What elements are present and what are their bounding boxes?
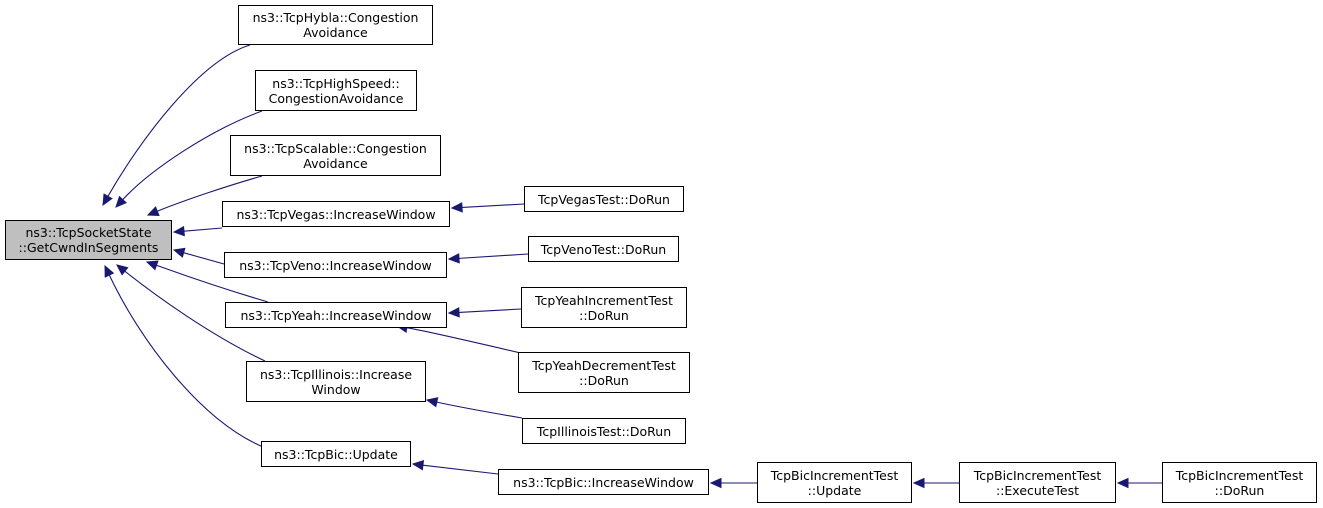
node-bic-increment-update[interactable]: TcpBicIncrementTest ::Update xyxy=(757,462,912,503)
edge-venotest-to-veno xyxy=(447,253,529,264)
node-highspeed-line-1: ns3::TcpHighSpeed:: xyxy=(272,75,400,91)
node-yeah-line-1: ns3::TcpYeah::IncreaseWindow xyxy=(240,307,432,323)
node-hybla-line-1: ns3::TcpHybla::Congestion xyxy=(252,10,419,25)
node-bic-increase-window[interactable]: ns3::TcpBic::IncreaseWindow xyxy=(498,469,709,495)
arrowhead-icon xyxy=(102,193,113,207)
node-veno-line-1: ns3::TcpVeno::IncreaseWindow xyxy=(239,257,432,273)
node-yeah-decrement-test[interactable]: TcpYeahDecrementTest ::DoRun xyxy=(518,352,690,393)
node-yeah-decrement-test-line-1: TcpYeahDecrementTest xyxy=(532,357,676,373)
node-illinois-test-line-1: TcpIllinoisTest::DoRun xyxy=(536,423,672,439)
node-bic-increment-dorun-line-1: TcpBicIncrementTest xyxy=(1175,467,1304,483)
node-hybla[interactable]: ns3::TcpHybla::Congestion Avoidance xyxy=(238,5,433,45)
edge-bicupdate-to-root xyxy=(104,264,264,448)
arrowhead-icon xyxy=(172,247,186,258)
node-scalable-line-1: ns3::TcpScalable::Congestion xyxy=(244,140,427,156)
node-veno[interactable]: ns3::TcpVeno::IncreaseWindow xyxy=(224,252,447,278)
edge-hybla-to-root xyxy=(102,44,251,207)
node-bic-increase-window-line-1: ns3::TcpBic::IncreaseWindow xyxy=(513,474,694,490)
node-illinois[interactable]: ns3::TcpIllinois::Increase Window xyxy=(246,361,426,402)
node-vegas-line-1: ns3::TcpVegas::IncreaseWindow xyxy=(236,206,436,222)
arrowhead-icon xyxy=(411,459,425,471)
node-bic-increment-dorun[interactable]: TcpBicIncrementTest ::DoRun xyxy=(1162,462,1317,503)
node-yeah-increment-test-line-1: TcpYeahIncrementTest xyxy=(535,292,673,308)
node-yeah[interactable]: ns3::TcpYeah::IncreaseWindow xyxy=(225,302,447,328)
node-bic-increment-update-line-2: ::Update xyxy=(807,482,862,498)
node-hybla-line-2: Avoidance xyxy=(303,25,368,40)
node-yeah-increment-test-line-2: ::DoRun xyxy=(579,307,629,323)
node-root-line-1: ns3::TcpSocketState xyxy=(25,225,152,240)
edge-veno-to-root xyxy=(172,247,225,265)
node-illinois-line-2: Window xyxy=(311,381,361,397)
arrowhead-icon xyxy=(116,264,129,276)
node-vegas-test[interactable]: TcpVegasTest::DoRun xyxy=(524,186,684,212)
edge-highspeed-to-root xyxy=(115,110,263,208)
node-vegas-test-line-1: TcpVegasTest::DoRun xyxy=(538,191,670,207)
arrowhead-icon xyxy=(450,202,463,213)
edge-vegas-to-root xyxy=(172,225,223,237)
node-scalable[interactable]: ns3::TcpScalable::Congestion Avoidance xyxy=(230,135,441,176)
node-vegas[interactable]: ns3::TcpVegas::IncreaseWindow xyxy=(222,201,450,227)
arrowhead-icon xyxy=(425,397,439,408)
edge-vegastest-to-vegas xyxy=(450,202,525,213)
node-yeah-increment-test[interactable]: TcpYeahIncrementTest ::DoRun xyxy=(521,287,687,328)
edge-illinoistest-to-illinois xyxy=(425,397,523,419)
node-root-line-2: ::GetCwndInSegments xyxy=(18,240,159,255)
edge-bicincrun-to-bicincexec xyxy=(1116,477,1162,489)
arrowhead-icon xyxy=(447,307,460,318)
arrowhead-icon xyxy=(1116,477,1129,489)
node-veno-test-line-1: TcpVenoTest::DoRun xyxy=(540,241,667,257)
node-bic-update[interactable]: ns3::TcpBic::Update xyxy=(261,441,411,467)
node-bic-increment-executetest-line-2: ::ExecuteTest xyxy=(995,482,1080,498)
edge-illinois-to-root xyxy=(116,264,266,362)
node-scalable-line-2: Avoidance xyxy=(303,155,368,171)
arrowhead-icon xyxy=(447,253,460,264)
node-yeah-decrement-test-line-2: ::DoRun xyxy=(579,372,629,388)
edge-bicincexec-to-bicincupdate xyxy=(912,477,959,489)
node-root: ns3::TcpSocketState ::GetCwndInSegments xyxy=(5,220,172,260)
edge-bicincwin-to-bicupdate xyxy=(411,459,499,475)
node-bic-increment-dorun-line-2: ::DoRun xyxy=(1214,482,1265,498)
arrowhead-icon xyxy=(115,195,127,208)
edge-scalable-to-root xyxy=(146,175,263,216)
edge-yeahinc-to-yeah xyxy=(447,307,522,318)
arrowhead-icon xyxy=(104,264,115,278)
node-bic-update-line-1: ns3::TcpBic::Update xyxy=(274,446,398,462)
edge-bicincupdate-to-bicincwin xyxy=(709,477,757,489)
arrowhead-icon xyxy=(709,477,722,489)
arrowhead-icon xyxy=(172,225,185,237)
arrowhead-icon xyxy=(912,477,925,489)
node-bic-increment-update-line-1: TcpBicIncrementTest xyxy=(770,467,899,483)
edge-yeah-to-root xyxy=(145,260,269,303)
node-veno-test[interactable]: TcpVenoTest::DoRun xyxy=(528,236,679,262)
arrowhead-icon xyxy=(146,206,160,216)
node-illinois-line-1: ns3::TcpIllinois::Increase xyxy=(259,366,413,382)
node-illinois-test[interactable]: TcpIllinoisTest::DoRun xyxy=(522,418,686,444)
node-highspeed-line-2: CongestionAvoidance xyxy=(268,90,404,106)
node-bic-increment-executetest-line-1: TcpBicIncrementTest xyxy=(973,467,1102,483)
node-highspeed[interactable]: ns3::TcpHighSpeed:: CongestionAvoidance xyxy=(255,70,417,111)
node-bic-increment-executetest[interactable]: TcpBicIncrementTest ::ExecuteTest xyxy=(959,462,1116,503)
arrowhead-icon xyxy=(145,260,159,271)
